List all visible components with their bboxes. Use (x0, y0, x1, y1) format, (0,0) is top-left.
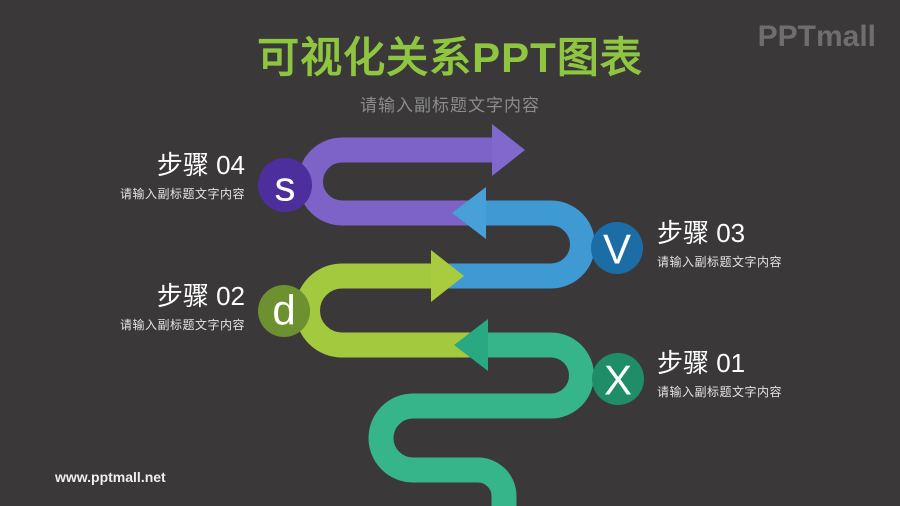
step-label: 步骤 04 (156, 150, 245, 180)
arrowhead-left-icon (454, 319, 488, 371)
step-text-01: 步骤 01 请输入副标题文字内容 (657, 349, 887, 400)
step-circle (591, 222, 643, 274)
arrow-step-01 (368, 319, 594, 506)
page-title: 可视化关系PPT图表 (257, 34, 643, 81)
step-label: 步骤 03 (657, 218, 746, 248)
arrow-step-02 (295, 250, 472, 358)
step-desc: 请输入副标题文字内容 (657, 384, 783, 399)
node-step-03: V (591, 222, 643, 274)
header: 可视化关系PPT图表 请输入副标题文字内容 (0, 34, 900, 116)
step-text-03: 步骤 03 请输入副标题文字内容 (657, 219, 887, 270)
step-glyph: V (603, 226, 631, 273)
step-desc: 请输入副标题文字内容 (119, 317, 245, 332)
node-step-01: X (592, 353, 644, 405)
step-text-04: 步骤 04 请输入副标题文字内容 (15, 151, 245, 202)
step-glyph: s (275, 163, 296, 210)
step-text-02: 步骤 02 请输入副标题文字内容 (15, 282, 245, 333)
node-step-02: d (258, 285, 310, 337)
step-label: 步骤 02 (156, 281, 245, 311)
step-glyph: d (272, 287, 295, 334)
step-circle (258, 285, 310, 337)
step-desc: 请输入副标题文字内容 (657, 254, 783, 269)
step-desc: 请输入副标题文字内容 (119, 186, 245, 201)
step-circle (258, 158, 312, 212)
arrow-step-03 (446, 187, 595, 289)
step-glyph: X (604, 357, 632, 404)
arrow-step-04 (298, 124, 525, 226)
pptmall-logo: PPTmall (757, 20, 876, 53)
arrow-band-step-01 (368, 332, 594, 506)
step-label: 步骤 01 (657, 348, 746, 378)
node-step-04: s (258, 158, 312, 212)
arrowhead-right-icon (492, 124, 525, 176)
step-circle (592, 353, 644, 405)
website-url: www.pptmall.net (55, 469, 166, 485)
arrowhead-left-icon (452, 187, 486, 239)
arrowhead-right-icon (431, 250, 464, 302)
page-subtitle: 请输入副标题文字内容 (360, 96, 540, 116)
arrow-band-step-03 (446, 200, 595, 289)
